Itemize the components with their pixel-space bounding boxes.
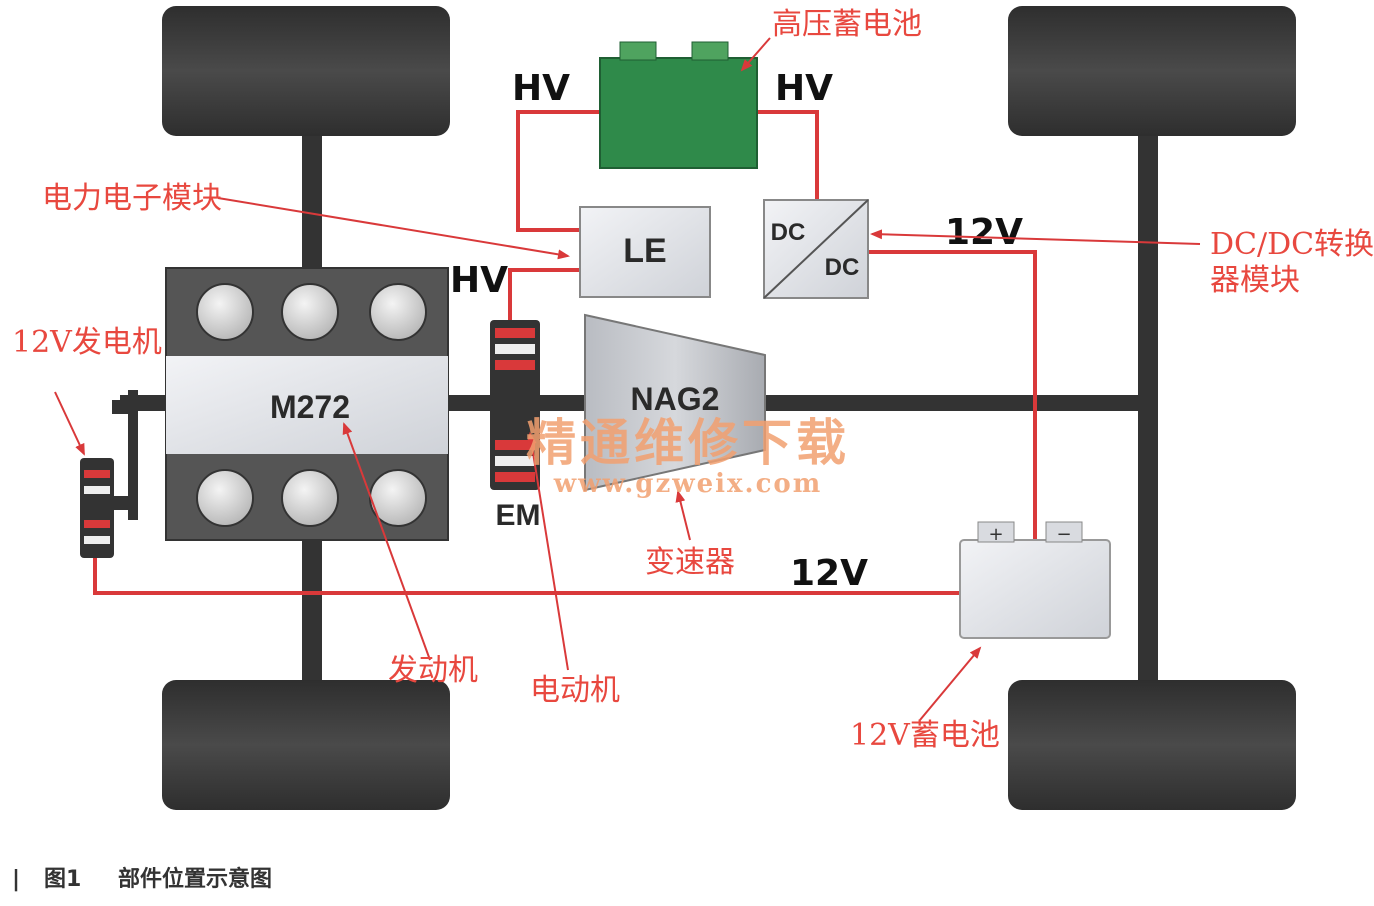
v12-label-dcdc: 12V: [945, 212, 1023, 253]
callout-engine: 发动机: [388, 653, 478, 688]
dcdc-top-label: DC: [771, 219, 806, 246]
watermark-cn: 精通维修下载: [526, 413, 850, 472]
engine-label: M272: [270, 389, 350, 425]
engine-block: M272: [165, 267, 449, 541]
watermark-url: www.gzweix.com: [553, 469, 823, 499]
battery-plus: +: [988, 524, 1003, 545]
tire-rear-left: [162, 680, 450, 810]
callout-motor: 电动机: [530, 673, 620, 708]
callout-dcdc-line2: 器模块: [1210, 263, 1300, 298]
callout-generator: 12V发电机: [12, 325, 162, 360]
hv-battery: [599, 41, 758, 169]
em-label: EM: [496, 499, 541, 532]
hv-label-le: HV: [450, 260, 508, 301]
nag2-label: NAG2: [631, 381, 720, 417]
transmission-nag2: NAG2: [584, 313, 766, 492]
dcdc-box: DC DC: [763, 199, 869, 299]
generator-12v: [80, 390, 138, 558]
callout-transmission: 变速器: [645, 545, 735, 580]
tire-front-right: [1008, 6, 1296, 136]
tire-rear-right: [1008, 680, 1296, 810]
callout-leaders: [54, 37, 1201, 721]
tire-front-left: [162, 6, 450, 136]
wiring: [93, 110, 1037, 595]
hv-label-right: HV: [775, 68, 833, 109]
electric-motor: EM: [490, 320, 541, 532]
callout-hv-battery: 高压蓄电池: [772, 7, 922, 42]
caption-title: 部件位置示意图: [118, 866, 272, 892]
le-label: LE: [623, 232, 666, 270]
le-box: LE: [579, 206, 711, 298]
caption-figure: 图1: [44, 867, 81, 892]
caption-marker: |: [12, 867, 20, 892]
callout-battery-12v: 12V蓄电池: [850, 718, 1000, 753]
hv-label-left: HV: [512, 68, 570, 109]
v12-label-battery: 12V: [790, 553, 868, 594]
callout-dcdc-line1: DC/DC转换: [1210, 227, 1374, 262]
battery-12v: + −: [959, 521, 1111, 639]
callout-power-electronics: 电力电子模块: [42, 181, 222, 216]
dcdc-bottom-label: DC: [825, 254, 860, 281]
battery-minus: −: [1056, 524, 1071, 545]
